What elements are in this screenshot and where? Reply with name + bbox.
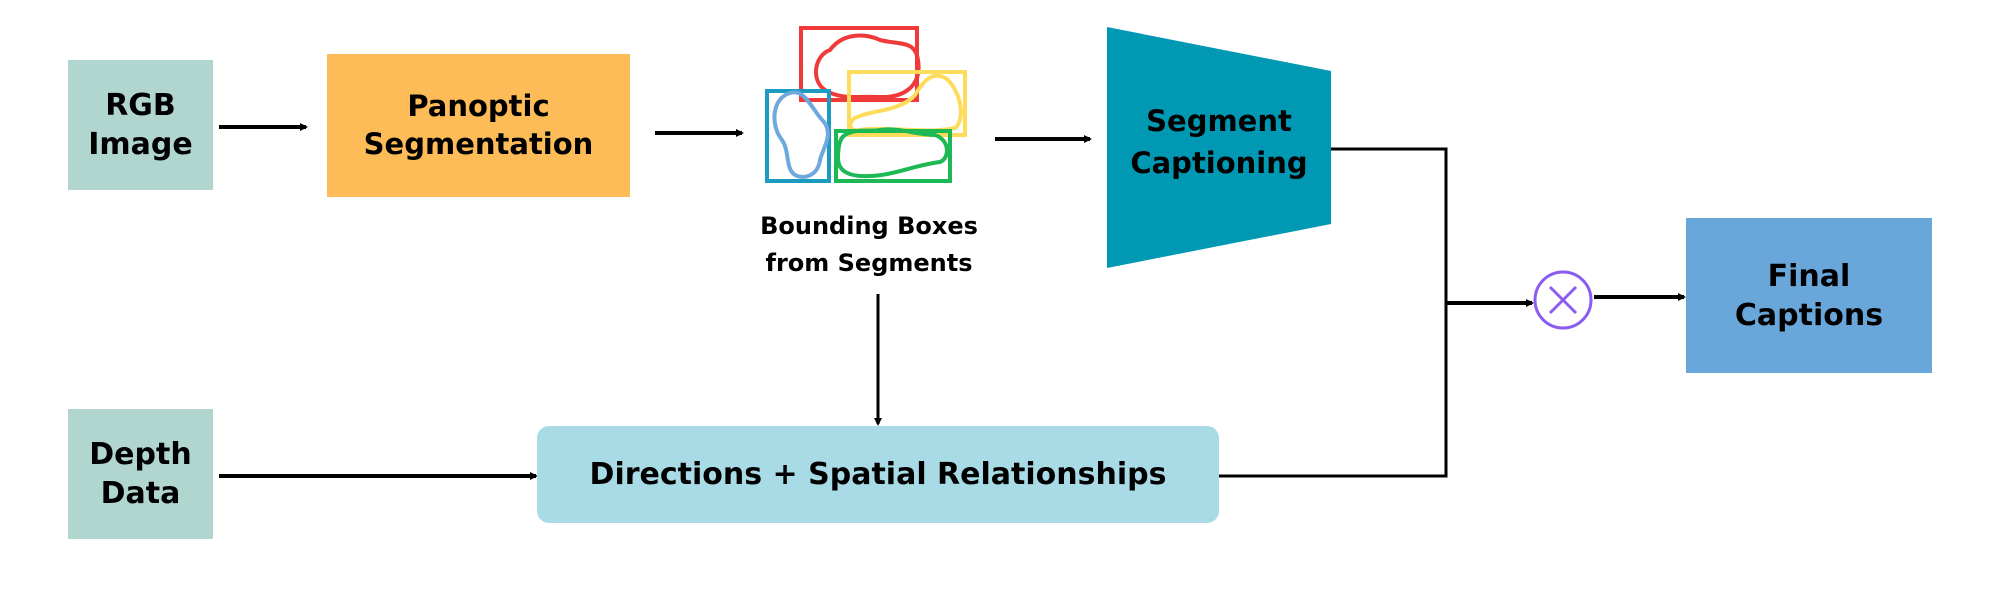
directions-spatial-node: Directions + Spatial Relationships <box>537 426 1219 523</box>
directions-spatial-label: Directions + Spatial Relationships <box>589 457 1167 492</box>
rgb-image-label: RGB Image <box>88 88 193 162</box>
segment-green <box>835 127 949 179</box>
bounding-boxes-label: Bounding Boxes from Segments <box>760 212 978 277</box>
line-captioning-to-junction <box>1331 147 1448 302</box>
segment-red <box>814 33 921 100</box>
segment-captioning-node <box>1107 27 1331 268</box>
combine-operator-icon <box>1533 270 1593 330</box>
rgb-image-node: RGB Image <box>68 60 213 190</box>
arrows <box>219 123 1686 480</box>
bbox-yellow <box>847 70 967 137</box>
depth-data-node: Depth Data <box>68 409 213 539</box>
final-captions-label: Final Captions <box>1734 258 1884 333</box>
depth-data-label: Depth Data <box>89 437 192 511</box>
segment-yellow <box>848 73 963 133</box>
line-directions-to-junction <box>1219 302 1448 478</box>
bounding-boxes-icon <box>765 26 967 183</box>
segment-captioning-label: Segment Captioning <box>1130 104 1308 180</box>
panoptic-segmentation-node: Panoptic Segmentation <box>327 54 630 197</box>
panoptic-segmentation-label: Panoptic Segmentation <box>363 88 594 161</box>
segment-blue <box>772 90 830 179</box>
final-captions-node: Final Captions <box>1686 218 1932 373</box>
